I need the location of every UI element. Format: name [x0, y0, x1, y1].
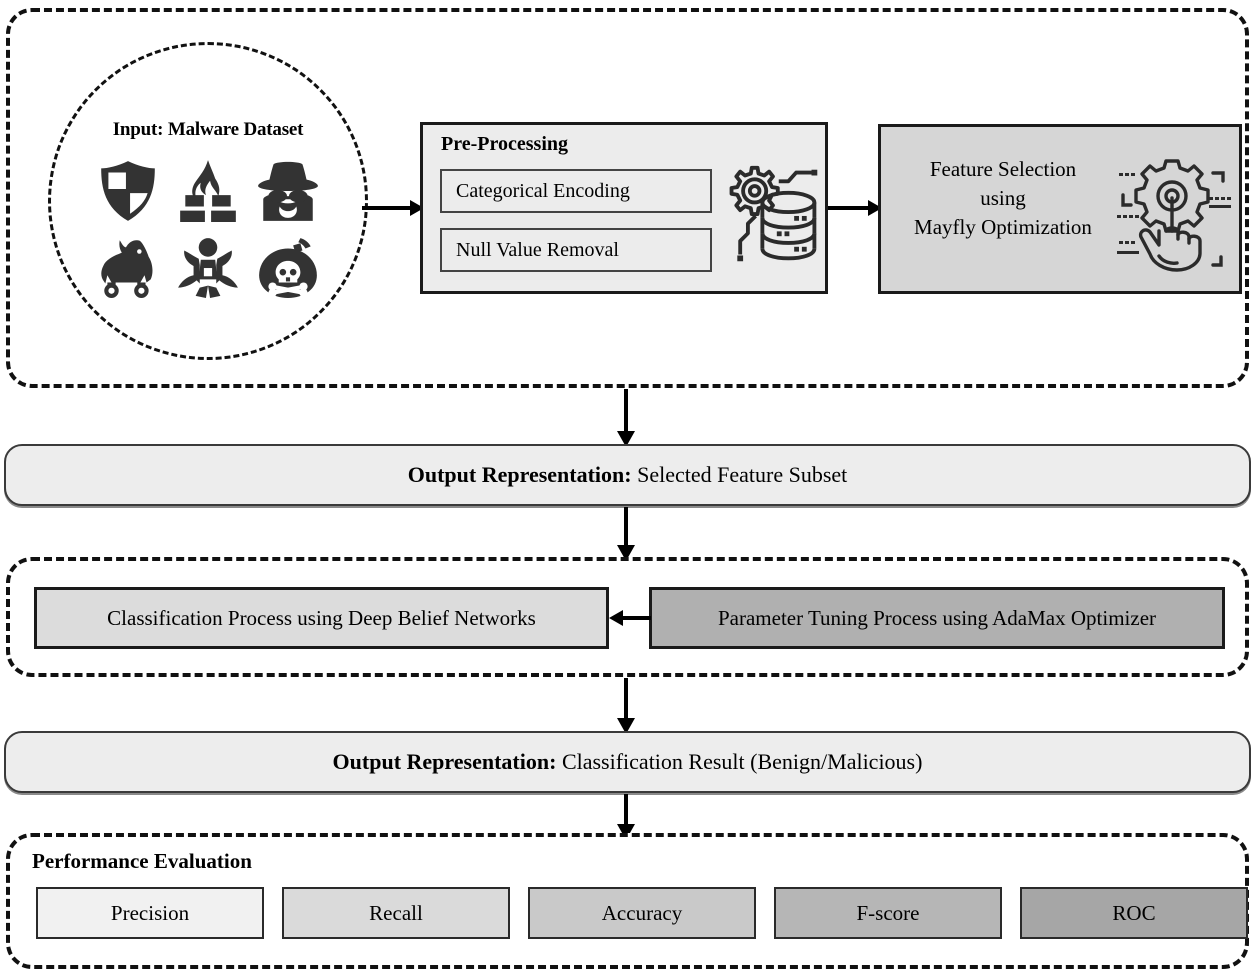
firewall-icon — [175, 158, 241, 224]
feature-selection-label: Feature Selection using Mayfly Optimizat… — [895, 155, 1111, 242]
metric-recall: Recall — [282, 887, 510, 939]
input-dataset-title: Input: Malware Dataset — [112, 119, 304, 140]
arrow-classification-to-output2 — [613, 678, 639, 734]
output1-label: Output Representation: — [407, 462, 638, 487]
feature-selection-line-3: Mayfly Optimization — [914, 215, 1092, 239]
preprocessing-panel: Pre-Processing Categorical Encoding Null… — [420, 122, 828, 294]
gear-database-icon — [719, 161, 825, 269]
output2-label: Output Representation: — [332, 749, 562, 774]
arrow-preprocess-to-feature-selection — [828, 197, 882, 219]
arrow-tuning-to-classification — [609, 607, 651, 629]
output2-value: Classification Result (Benign/Malicious) — [561, 749, 923, 774]
performance-metric-row: Precision Recall Accuracy F-score ROC — [36, 887, 1248, 939]
worm-icon — [175, 234, 241, 300]
classification-section: Classification Process using Deep Belief… — [6, 557, 1249, 677]
input-dataset-ellipse: Input: Malware Dataset — [48, 42, 368, 360]
trojan-horse-icon — [95, 234, 161, 300]
metric-precision: Precision — [36, 887, 264, 939]
metric-accuracy: Accuracy — [528, 887, 756, 939]
arrow-input-to-preprocess — [362, 197, 424, 219]
feature-selection-line-1: Feature Selection — [929, 157, 1077, 181]
arrow-output2-to-performance — [613, 794, 639, 840]
spy-icon — [255, 158, 321, 224]
performance-evaluation-section: Performance Evaluation Precision Recall … — [6, 833, 1249, 969]
feature-selection-line-2: using — [980, 186, 1026, 210]
output-representation-feature-subset: Output Representation: Selected Feature … — [4, 444, 1251, 506]
null-value-removal-box: Null Value Removal — [440, 228, 712, 272]
arrow-output1-to-classification — [613, 507, 639, 561]
performance-evaluation-title: Performance Evaluation — [32, 849, 252, 873]
output1-value: Selected Feature Subset — [637, 462, 848, 487]
preprocessing-title: Pre-Processing — [441, 133, 569, 155]
bomb-skull-icon — [255, 234, 321, 300]
categorical-encoding-box: Categorical Encoding — [440, 169, 712, 213]
metric-fscore: F-score — [774, 887, 1002, 939]
parameter-tuning-box: Parameter Tuning Process using AdaMax Op… — [649, 587, 1225, 649]
malware-icon-grid — [88, 153, 328, 305]
hand-gear-icon — [1109, 153, 1235, 273]
shield-icon — [95, 158, 161, 224]
metric-roc: ROC — [1020, 887, 1248, 939]
arrow-section1-to-output1 — [613, 389, 639, 447]
classification-process-box: Classification Process using Deep Belief… — [34, 587, 609, 649]
input-preprocess-section: Input: Malware Dataset — [6, 8, 1249, 388]
feature-selection-panel: Feature Selection using Mayfly Optimizat… — [878, 124, 1242, 294]
output-representation-classification-result: Output Representation: Classification Re… — [4, 731, 1251, 793]
